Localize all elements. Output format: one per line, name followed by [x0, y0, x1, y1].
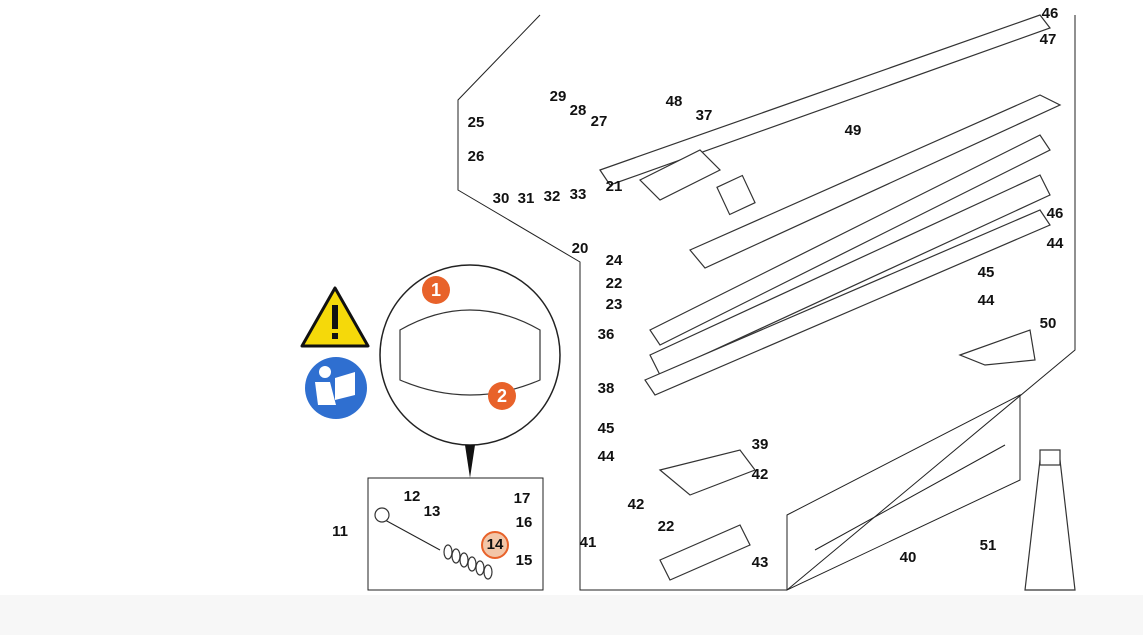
washer [483, 564, 493, 580]
part-label: 29 [550, 88, 567, 105]
washer [459, 552, 469, 568]
part-label: 42 [752, 466, 769, 483]
part-label: 44 [598, 448, 615, 465]
part-label: 24 [606, 252, 623, 269]
part-label: 41 [580, 534, 597, 551]
part-label: 16 [516, 514, 533, 531]
hedge-blades [599, 14, 1062, 396]
shaft [384, 519, 441, 551]
part-label: 38 [598, 380, 615, 397]
part-label: 32 [544, 188, 561, 205]
washer-stack [443, 544, 493, 580]
washer [451, 548, 461, 564]
part-label: 46 [1047, 205, 1064, 222]
accessory-box [786, 394, 1021, 591]
part-label: 44 [978, 292, 995, 309]
detail-box [367, 477, 544, 591]
step-2-badge [488, 382, 516, 410]
part-label: 43 [752, 554, 769, 571]
part-label: 22 [606, 275, 623, 292]
gear-housing [638, 149, 756, 216]
detail-gearbox [399, 309, 541, 396]
washer [475, 560, 485, 576]
part-label: 21 [606, 178, 623, 195]
part-label: 27 [591, 113, 608, 130]
part-label: 44 [1047, 235, 1064, 252]
chip-deflector [958, 329, 1036, 366]
washer [443, 544, 453, 560]
main-group-frame [457, 14, 787, 591]
part-label: 13 [424, 503, 441, 520]
part-label: 15 [516, 552, 533, 569]
part-label: 40 [900, 549, 917, 566]
grease-tube [1024, 449, 1076, 591]
part-label: 12 [404, 488, 421, 505]
part-label: 51 [980, 537, 997, 554]
part-label: 42 [628, 496, 645, 513]
part-label: 36 [598, 326, 615, 343]
part-label: 45 [978, 264, 995, 281]
part-label: 47 [1040, 31, 1057, 48]
part-label: 17 [514, 490, 531, 507]
part-label: 49 [845, 122, 862, 139]
part-label: 39 [752, 436, 769, 453]
highlight-ring [481, 531, 509, 559]
part-label: 48 [666, 93, 683, 110]
part-label: 33 [570, 186, 587, 203]
gear-cover [658, 449, 756, 581]
part-label: 14 [487, 536, 504, 553]
washer [467, 556, 477, 572]
bottom-fade [0, 595, 1143, 635]
part-label: 46 [1042, 5, 1059, 22]
part-label: 30 [493, 190, 510, 207]
detail-pointer [465, 445, 475, 478]
part-label: 26 [468, 148, 485, 165]
part-label: 22 [658, 518, 675, 535]
warning-icon [300, 286, 370, 348]
blade-guard-strip [814, 444, 1006, 551]
part-label: 31 [518, 190, 535, 207]
bushing [374, 507, 390, 523]
read-manual-icon [305, 357, 367, 419]
part-label: 37 [696, 107, 713, 124]
part-label: 20 [572, 240, 589, 257]
step-1-number: 1 [431, 280, 441, 300]
part-label: 11 [332, 523, 348, 540]
part-label: 50 [1040, 315, 1057, 332]
part-label: 25 [468, 114, 485, 131]
right-frame [786, 15, 1076, 591]
step-2-number: 2 [497, 386, 507, 406]
part-label: 28 [570, 102, 587, 119]
part-label: 45 [598, 420, 615, 437]
step-1-badge [422, 276, 450, 304]
part-label: 23 [606, 296, 623, 313]
